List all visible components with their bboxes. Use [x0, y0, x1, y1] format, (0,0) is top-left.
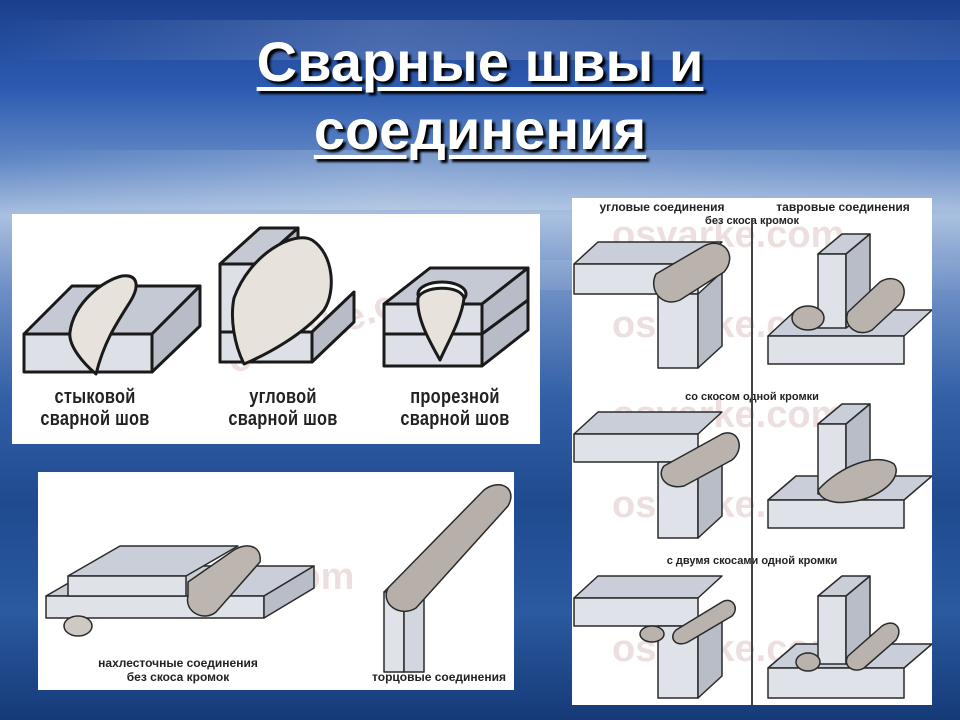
lap-weld-lower — [63, 615, 93, 637]
butt-weld-bead — [68, 274, 138, 376]
slide-title-line2: соединения — [313, 98, 647, 161]
tee-weld-right — [845, 277, 905, 334]
tee-weld-single-bevel — [817, 459, 897, 504]
corner-tee-panel: osvarke.com osvarke.com osvarke.com osva… — [572, 198, 932, 705]
label-edge-joint: торцовые соединения — [372, 670, 506, 684]
corner-weld-single-bevel — [660, 432, 740, 488]
tee-weld-double-b — [845, 622, 900, 671]
slot-weld-bead — [416, 286, 466, 362]
edge-weld-bead — [385, 484, 512, 613]
corner-weld-double-b — [672, 599, 736, 645]
header-tee-joints: тавровые соединения — [776, 200, 910, 214]
header-corner-joints: угловые соединения — [599, 200, 725, 214]
slide-title: Сварные швы и соединения — [0, 28, 960, 164]
lap-edge-drawing — [45, 484, 512, 673]
lap-weld-upper — [186, 545, 261, 617]
fillet-weld-bead — [230, 236, 333, 366]
corner-weld-double-a — [639, 625, 665, 643]
corner-tee-drawing — [573, 218, 932, 705]
weld-types-drawing — [22, 226, 530, 376]
corner-weld-no-bevel — [653, 242, 731, 303]
tee-weld-left — [791, 305, 825, 331]
tee-weld-double-a — [795, 652, 821, 672]
butt-plate-side — [150, 284, 202, 374]
slide-title-line1: Сварные швы и — [256, 30, 704, 93]
